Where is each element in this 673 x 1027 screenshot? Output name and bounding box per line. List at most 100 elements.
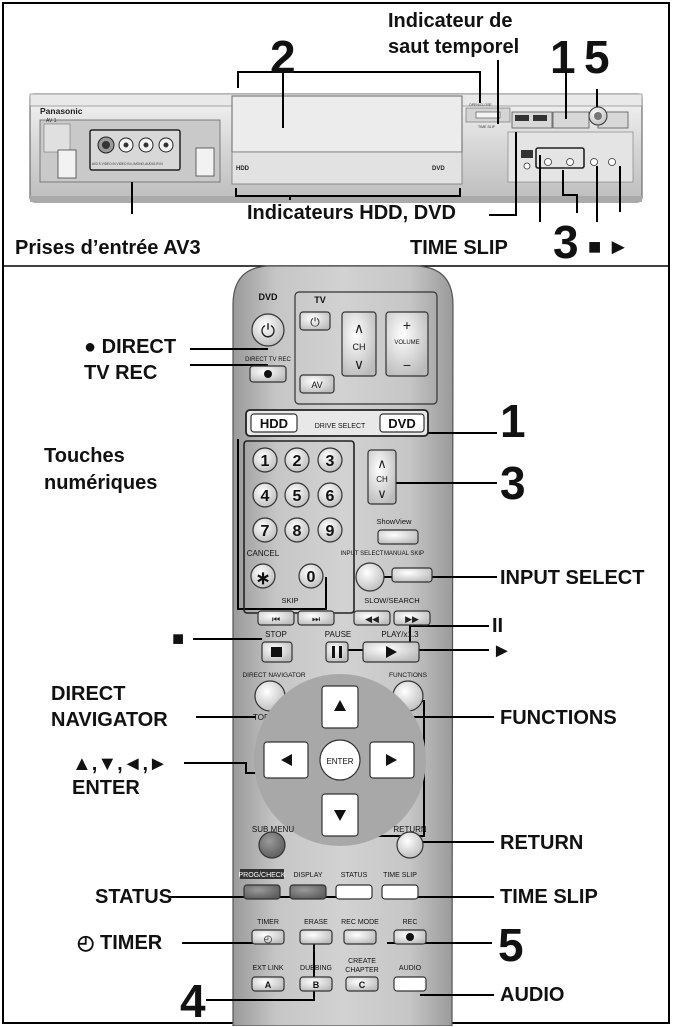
- digit-3-button[interactable]: [317, 447, 343, 473]
- manual-skip-button[interactable]: [391, 567, 433, 583]
- dubbing-button[interactable]: [299, 976, 333, 992]
- label-direct-tv-rec-line1: ● DIRECT: [84, 336, 177, 358]
- time-slip-button[interactable]: [381, 884, 419, 900]
- rec-mode-button[interactable]: [343, 929, 377, 945]
- deck-av-tag: AV 1: [46, 118, 57, 124]
- disc-tray: [231, 95, 463, 153]
- ext-link-button[interactable]: [251, 976, 285, 992]
- label-direct-navigator-line2: NAVIGATOR: [51, 709, 168, 731]
- deck-ch-up-button[interactable]: [566, 158, 574, 166]
- deck-av3-small: AV3 S VIDEO IN VIDEO IN L/MONO-AUDIO-R I…: [92, 162, 163, 166]
- remote-tv-label: TV: [314, 295, 326, 305]
- deck-time-slip-button[interactable]: [523, 162, 531, 170]
- deck-time-slip-led: [521, 150, 533, 158]
- status-button[interactable]: [335, 884, 373, 900]
- pause-label: PAUSE: [325, 630, 352, 639]
- skip-back-button[interactable]: [257, 610, 295, 626]
- input-select-button[interactable]: [355, 562, 385, 592]
- pause-icon-left: [332, 646, 335, 658]
- skip-forward-button[interactable]: [297, 610, 335, 626]
- digit-0-button[interactable]: [298, 563, 324, 589]
- tv-ch-button[interactable]: [341, 311, 377, 377]
- star-label: ∗: [255, 568, 270, 588]
- tv-power-button[interactable]: [299, 311, 331, 331]
- ch-down-arrow-icon: ∨: [377, 486, 387, 501]
- showview-label: ShowView: [377, 517, 412, 526]
- status-label: STATUS: [341, 872, 368, 879]
- digit-7-button[interactable]: [252, 517, 278, 543]
- deck-hdd-small: HDD: [236, 166, 250, 172]
- tv-power-icon: ⏻: [310, 315, 320, 329]
- remote-dvd-label: DVD: [258, 292, 278, 302]
- search-back-button[interactable]: [353, 610, 391, 626]
- pause-button[interactable]: [325, 641, 349, 663]
- deck-stop-button[interactable]: [590, 158, 598, 166]
- timer-button[interactable]: [251, 929, 285, 945]
- right-arrow-icon: [386, 754, 397, 766]
- search-forward-icon: ▶▶: [405, 614, 419, 624]
- digit-6-label: 6: [326, 488, 335, 505]
- time-slip-label: TIME SLIP: [383, 872, 417, 879]
- showview-button[interactable]: [377, 529, 419, 545]
- skip-label: SKIP: [281, 596, 298, 605]
- label-time-slip-indicator-line1: Indicateur de: [388, 10, 513, 32]
- label-direct-navigator-line1: DIRECT: [51, 683, 126, 705]
- av-button[interactable]: [299, 374, 335, 394]
- direct-navigator-small: DIRECT NAVIGATOR: [242, 672, 305, 679]
- digit-6-button[interactable]: [317, 482, 343, 508]
- deck-time-slip-small: TIME SLIP: [478, 125, 496, 129]
- digit-8-button[interactable]: [284, 517, 310, 543]
- create-chapter-button[interactable]: [345, 976, 379, 992]
- digit-4-button[interactable]: [252, 482, 278, 508]
- deck-play-button[interactable]: [608, 158, 616, 166]
- audio-button[interactable]: [393, 976, 427, 992]
- deck-drive-select-button[interactable]: [552, 111, 590, 129]
- ch-button[interactable]: [367, 449, 397, 505]
- timer-clock-icon: ◴: [264, 934, 273, 945]
- erase-button[interactable]: [299, 929, 333, 945]
- digit-5-button[interactable]: [284, 482, 310, 508]
- label-stop-play-deck: ■ ►: [588, 234, 630, 259]
- stop-icon: [271, 647, 282, 657]
- digit-1-button[interactable]: [252, 447, 278, 473]
- top-callout-lines: [131, 60, 621, 222]
- dvd-power-button[interactable]: [251, 313, 285, 347]
- label-num-3-remote: 3: [500, 457, 526, 509]
- dvd-select-button[interactable]: [379, 413, 425, 433]
- prog-check-label: PROG/CHECK: [238, 872, 285, 879]
- label-functions: FUNCTIONS: [500, 707, 617, 729]
- label-arrows-line1: ▲,▼,◄,►: [72, 753, 168, 775]
- pause-icon-right: [339, 646, 342, 658]
- volume-button[interactable]: [385, 311, 429, 377]
- digit-9-button[interactable]: [317, 517, 343, 543]
- hdd-button[interactable]: [250, 413, 298, 433]
- dvd-recorder-deck: Panasonic HDD DVD OPEN/CLOSE TIME SLIP A…: [29, 93, 643, 203]
- hdd-label: HDD: [260, 416, 288, 431]
- search-forward-button[interactable]: [393, 610, 431, 626]
- label-audio: AUDIO: [500, 984, 565, 1006]
- rec-dot-icon-2: [406, 933, 414, 941]
- cancel-button[interactable]: [250, 563, 276, 589]
- label-status: STATUS: [95, 886, 173, 908]
- slow-search-label: SLOW/SEARCH: [364, 596, 419, 605]
- prog-check-button[interactable]: [243, 884, 281, 900]
- digit-2-button[interactable]: [284, 447, 310, 473]
- deck-brand: Panasonic: [40, 106, 83, 116]
- display-button[interactable]: [289, 884, 327, 900]
- label-av3-inputs: Prises d’entrée AV3: [15, 237, 201, 259]
- label-num-2: 2: [270, 31, 296, 83]
- label-direct-navigator: DIRECT NAVIGATOR: [51, 681, 168, 733]
- deck-ch-down-button[interactable]: [544, 158, 552, 166]
- enter-button[interactable]: [319, 739, 361, 781]
- open-close-button[interactable]: [475, 111, 501, 119]
- digit-9-label: 9: [326, 523, 335, 540]
- return-button[interactable]: [396, 831, 424, 859]
- label-time-slip-indicator: Indicateur de saut temporel: [388, 8, 519, 60]
- audio-label: AUDIO: [399, 965, 422, 972]
- sub-menu-label: SUB MENU: [252, 825, 294, 834]
- deck-dvd-small: DVD: [432, 166, 445, 172]
- ch-label: CH: [376, 475, 388, 484]
- search-back-icon: ◀◀: [365, 614, 379, 624]
- sub-menu-button[interactable]: [258, 831, 286, 859]
